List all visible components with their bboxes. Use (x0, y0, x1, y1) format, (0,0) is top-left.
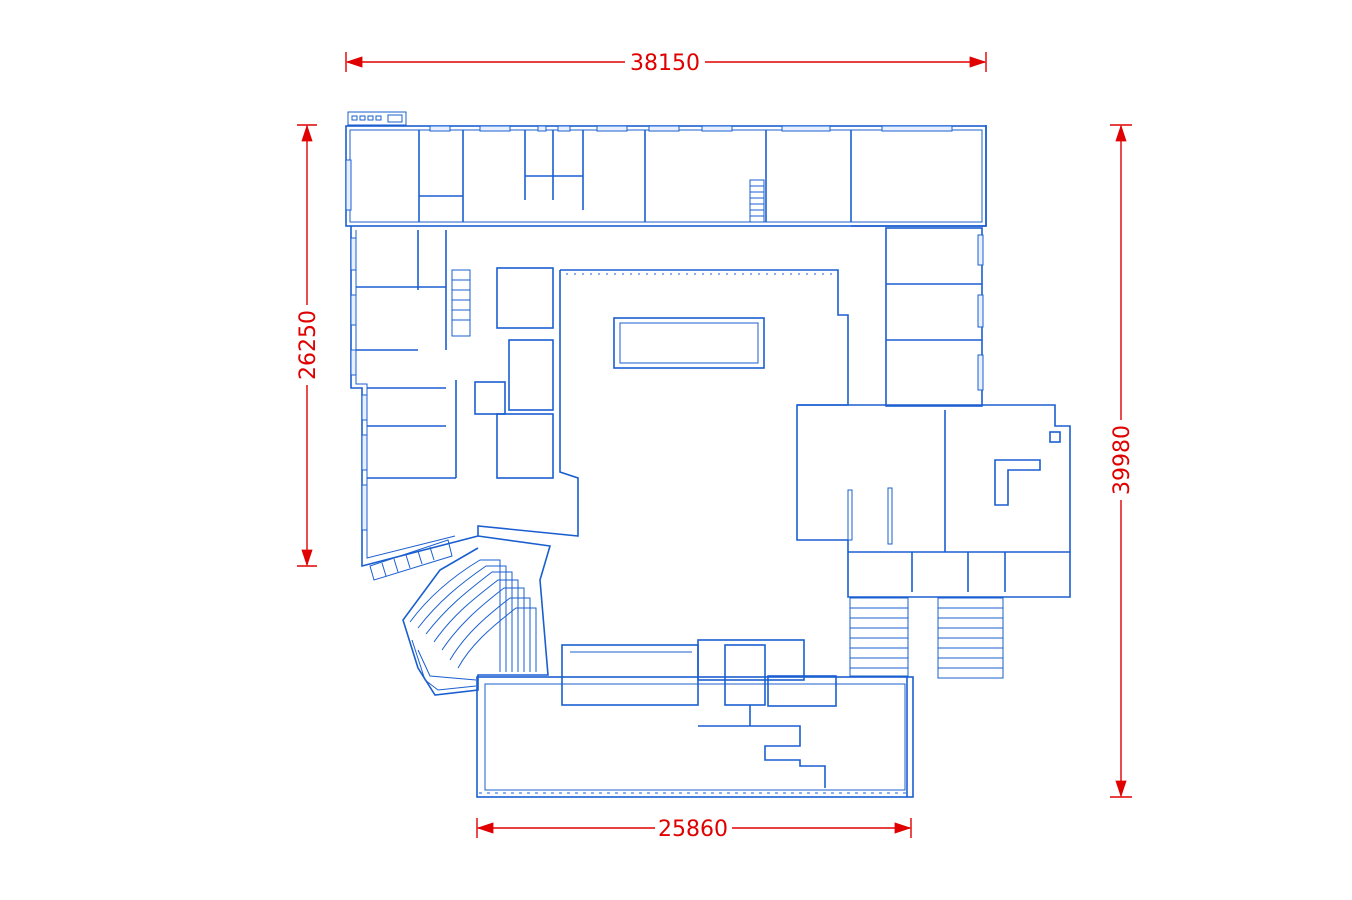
dimension-top-label: 38150 (630, 51, 700, 76)
dimension-bottom: 25860 (476, 817, 912, 842)
dimension-bottom-label: 25860 (658, 817, 728, 842)
dimension-left-label: 26250 (296, 310, 321, 380)
building-outline (345, 111, 1071, 798)
dimension-top: 38150 (345, 51, 987, 76)
dimension-right-label: 39980 (1110, 425, 1135, 495)
dimension-right: 39980 (1110, 124, 1135, 798)
dimension-left: 26250 (296, 124, 321, 567)
